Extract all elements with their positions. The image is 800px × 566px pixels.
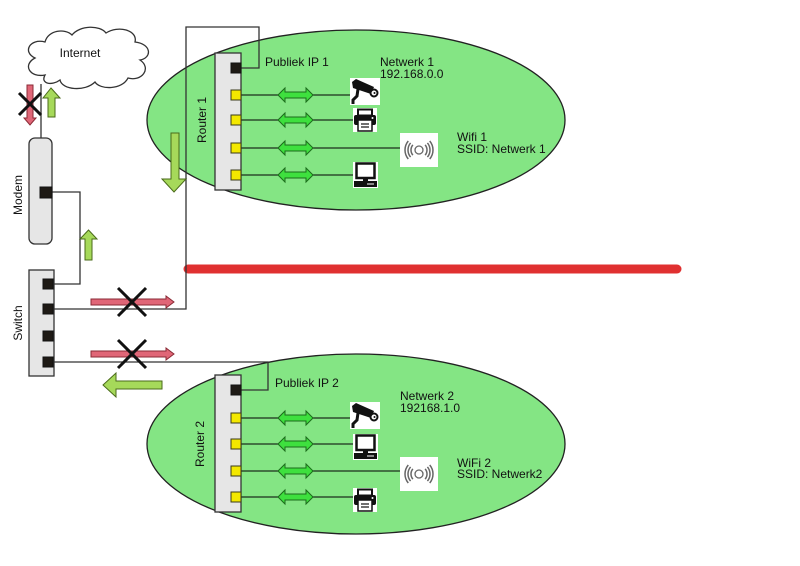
network-1-address: 192.168.0.0 [380, 67, 444, 81]
computer-icon [353, 162, 378, 188]
allowed-arrow-to-router-1 [160, 132, 188, 193]
switch-label: Switch [11, 305, 25, 340]
printer-icon [353, 108, 377, 132]
router-2-label: Router 2 [193, 421, 207, 467]
modem-port [39, 186, 53, 199]
modem-label: Modem [11, 175, 25, 215]
allowed-arrow-router-2-to-switch [102, 371, 163, 399]
double-arrow-icon [277, 111, 314, 129]
camera-icon [350, 78, 380, 105]
network-1-name: Netwerk 1 [380, 55, 434, 69]
camera-icon [350, 402, 380, 429]
switch-port-2 [42, 303, 54, 315]
double-arrow-icon [277, 435, 314, 453]
wifi-1-ssid: SSID: Netwerk 1 [457, 142, 546, 156]
switch: Switch [11, 269, 55, 377]
double-arrow-icon [277, 462, 314, 480]
printer-icon [353, 488, 377, 512]
blocked-x-icon [116, 286, 148, 318]
wifi-1-name: Wifi 1 [457, 130, 487, 144]
double-arrow-icon [277, 139, 314, 157]
router-1-public-ip-label: Publiek IP 1 [265, 55, 329, 69]
router-2: Router 2 [193, 374, 242, 513]
wifi-access-point-icon [400, 457, 438, 491]
computer-icon [353, 434, 378, 460]
router-1-lan-port-2 [230, 114, 242, 126]
switch-port-3 [42, 330, 54, 342]
allowed-arrow-modem-to-internet [41, 87, 62, 118]
router-1-lan-port-1 [230, 89, 242, 101]
internet-cloud: Internet [27, 26, 150, 90]
switch-port-4 [42, 356, 54, 368]
blocked-x-icon [17, 91, 43, 117]
router-2-wan-port [230, 384, 242, 396]
router-1: Router 1 [195, 52, 242, 191]
router-2-lan-port-1 [230, 412, 242, 424]
wire-modem-switch [52, 191, 81, 285]
modem: Modem [11, 137, 53, 245]
blocked-x-icon [116, 338, 148, 370]
cloud-icon [27, 26, 150, 90]
router-2-lan-port-4 [230, 491, 242, 503]
network-2-address: 192168.1.0 [400, 401, 460, 415]
internet-label: Internet [60, 46, 101, 60]
double-arrow-icon [277, 166, 314, 184]
wifi-2-name: WiFi 2 [457, 456, 491, 470]
allowed-arrow-switch-to-modem [78, 229, 99, 261]
router-1-label: Router 1 [195, 97, 209, 143]
lan-link-arrows [277, 86, 314, 506]
wire-switch-router-2 [54, 361, 269, 391]
wifi-2-ssid: SSID: Netwerk2 [457, 467, 543, 481]
switch-port-1 [42, 278, 54, 290]
router-2-lan-port-2 [230, 438, 242, 450]
wire-switch-router-1 [54, 26, 260, 310]
double-arrow-icon [277, 86, 314, 104]
router-1-lan-port-3 [230, 142, 242, 154]
router-2-lan-port-3 [230, 465, 242, 477]
network-2-name: Netwerk 2 [400, 389, 454, 403]
double-arrow-icon [277, 409, 314, 427]
router-1-wan-port [230, 62, 242, 74]
router-2-public-ip-label: Publiek IP 2 [275, 376, 339, 390]
double-arrow-icon [277, 488, 314, 506]
router-1-lan-port-4 [230, 169, 242, 181]
wifi-access-point-icon [400, 133, 438, 167]
